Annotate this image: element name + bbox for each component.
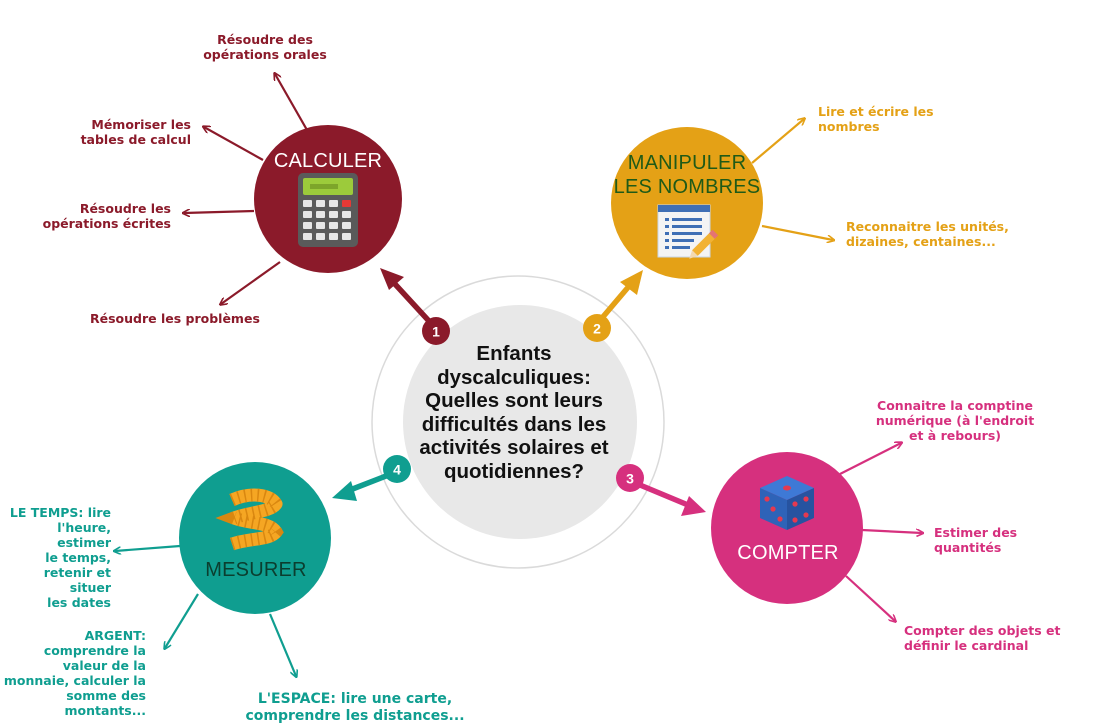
branch-lines-manipuler xyxy=(751,119,833,240)
label-line: le temps, xyxy=(45,550,111,565)
tape-measure-icon xyxy=(215,488,284,551)
center-line: Enfants xyxy=(476,342,552,365)
label-line: l'heure, estimer xyxy=(57,520,111,550)
label-line: nombres xyxy=(818,119,880,134)
label-line: montants... xyxy=(64,703,146,718)
label-line: comprendre les distances... xyxy=(245,708,465,724)
step-number-mesurer: 4 xyxy=(393,462,401,478)
hub-manipuler-title: MANIPULER LES NOMBRES xyxy=(610,151,764,199)
label-line: Reconnaitre les unités, xyxy=(846,219,1009,234)
manipuler-label-lire: Lire et écrire les nombres xyxy=(818,104,958,134)
label-line: somme des xyxy=(66,688,146,703)
hub-title-line: CALCULER xyxy=(273,150,383,172)
label-line: Compter des objets et xyxy=(904,623,1061,638)
label-line: numérique (à l'endroit xyxy=(875,413,1035,428)
hub-calculer-title: CALCULER xyxy=(253,149,403,173)
branch-lines-mesurer xyxy=(115,544,296,676)
label-line: Mémoriser les xyxy=(91,117,191,132)
label-line: L'ESPACE: lire une carte, xyxy=(257,691,453,707)
calculer-label-oral: Résoudre des opérations orales xyxy=(190,32,340,62)
label-line: et à rebours) xyxy=(909,428,1001,443)
arrow-to-manipuler xyxy=(599,270,643,321)
center-line: dyscalculiques: xyxy=(437,365,591,389)
label-line: opérations orales xyxy=(203,47,327,62)
calculer-label-ecrites: Résoudre les opérations écrites xyxy=(30,201,171,231)
mesurer-label-argent: ARGENT: comprendre la valeur de la monna… xyxy=(0,628,146,718)
compter-label-comptine: Connaitre la comptine numérique (à l'end… xyxy=(870,398,1040,443)
hub-title-line: MESURER xyxy=(205,559,307,581)
label-line: valeur de la xyxy=(62,658,146,673)
center-outer-ring xyxy=(371,275,665,569)
calculer-label-tables: Mémoriser les tables de calcul xyxy=(60,117,191,147)
document-pencil-icon xyxy=(657,204,719,259)
label-line: monnaie, calculer la xyxy=(3,673,146,688)
step-badge-mesurer xyxy=(383,455,411,483)
label-line: retenir et situer xyxy=(43,565,111,595)
step-badge-manipuler xyxy=(583,314,611,342)
label-line: Estimer des xyxy=(934,525,1018,540)
label-line: Résoudre les problèmes xyxy=(90,311,260,326)
manipuler-label-unites: Reconnaitre les unités, dizaines, centai… xyxy=(846,219,1026,249)
label-line: ARGENT: xyxy=(84,628,146,643)
calculator-icon xyxy=(298,173,358,247)
arrow-to-calculer xyxy=(380,268,431,323)
step-number-calculer: 1 xyxy=(432,324,440,340)
step-number-manipuler: 2 xyxy=(593,321,601,337)
label-line: quantités xyxy=(934,540,1002,555)
center-question: Enfants dyscalculiques: Quelles sont leu… xyxy=(404,342,624,483)
label-line: comprendre la xyxy=(43,643,146,658)
hub-title-line: LES NOMBRES xyxy=(613,176,761,198)
label-line: Résoudre des xyxy=(217,32,313,47)
calculer-label-problemes: Résoudre les problèmes xyxy=(90,311,270,326)
center-disc xyxy=(403,305,637,539)
dice-icon xyxy=(760,476,814,530)
center-line: activités solaires et xyxy=(419,436,609,459)
mesurer-label-espace: L'ESPACE: lire une carte, comprendre les… xyxy=(240,691,470,725)
mesurer-label-temps: LE TEMPS: lire l'heure, estimer le temps… xyxy=(0,505,111,610)
label-line: définir le cardinal xyxy=(904,638,1029,653)
hub-mesurer-title: MESURER xyxy=(180,558,332,582)
label-line: les dates xyxy=(47,595,111,610)
step-badge-calculer xyxy=(422,317,450,345)
label-line: Lire et écrire les xyxy=(818,104,934,119)
arrow-to-mesurer xyxy=(332,473,389,501)
label-line: opérations écrites xyxy=(42,216,171,231)
hub-compter-title: COMPTER xyxy=(712,541,864,565)
step-badge-compter xyxy=(616,464,644,492)
arrow-to-compter xyxy=(637,482,706,516)
compter-label-estimer: Estimer des quantités xyxy=(934,525,1054,555)
label-line: tables de calcul xyxy=(80,132,191,147)
label-line: Connaitre la comptine xyxy=(877,398,1033,413)
label-line: Résoudre les xyxy=(79,201,171,216)
label-line: LE TEMPS: lire xyxy=(9,505,111,520)
hub-title-line: MANIPULER xyxy=(627,152,747,174)
step-number-compter: 3 xyxy=(626,471,634,487)
center-line: difficultés dans les xyxy=(421,412,607,436)
label-line: dizaines, centaines... xyxy=(846,234,996,249)
hub-title-line: COMPTER xyxy=(737,542,839,564)
compter-label-objets: Compter des objets et définir le cardina… xyxy=(904,623,1084,653)
center-line: Quelles sont leurs xyxy=(425,389,603,412)
hub-manipuler-circle xyxy=(611,127,763,279)
branch-lines-compter xyxy=(839,443,922,621)
branch-lines-calculer xyxy=(184,74,308,304)
center-line: quotidiennes? xyxy=(443,459,585,483)
